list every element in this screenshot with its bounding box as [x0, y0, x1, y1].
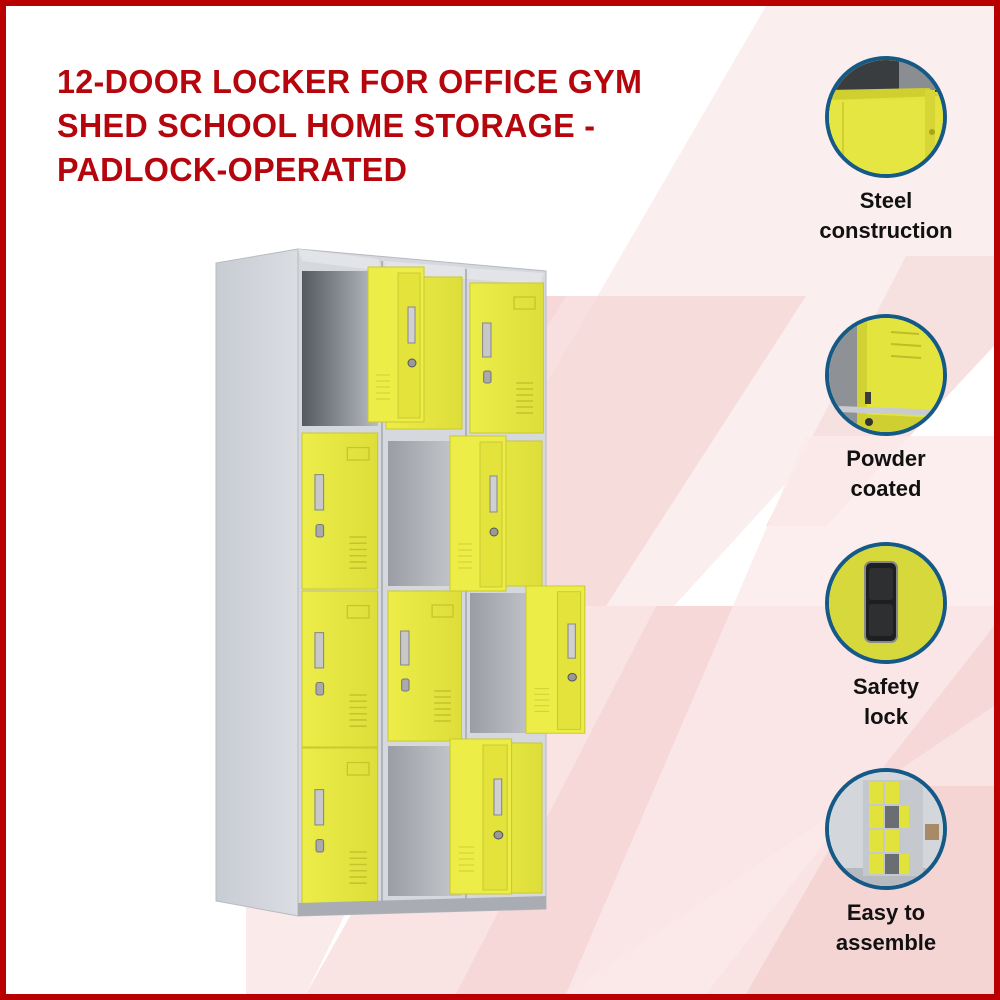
title-line-3: PADLOCK-OPERATED: [57, 151, 408, 188]
title-line-1: 12-DOOR LOCKER FOR OFFICE GYM: [57, 63, 643, 100]
feature-safety-lock: Safety lock: [806, 542, 966, 732]
feature-powder-coated: Powder coated: [806, 314, 966, 504]
locker-illustration: [215, 248, 586, 917]
feature-steel-construction: Steel construction: [806, 56, 966, 246]
feature-easy-to-assemble: Easy to assemble: [806, 768, 966, 958]
feature-list: Steel construction: [806, 56, 966, 986]
feature-label: Easy to assemble: [835, 900, 937, 955]
title-line-2: SHED SCHOOL HOME STORAGE -: [57, 107, 596, 144]
steel-frame-icon: [825, 56, 947, 178]
safety-lock-icon: [825, 542, 947, 664]
feature-label: Steel construction: [819, 188, 953, 243]
product-title: 12-DOOR LOCKER FOR OFFICE GYM SHED SCHOO…: [57, 60, 743, 192]
powder-coat-icon: [825, 314, 947, 436]
assembled-locker-icon: [825, 768, 947, 890]
feature-label: Powder coated: [846, 446, 926, 501]
feature-label: Safety lock: [852, 674, 920, 729]
